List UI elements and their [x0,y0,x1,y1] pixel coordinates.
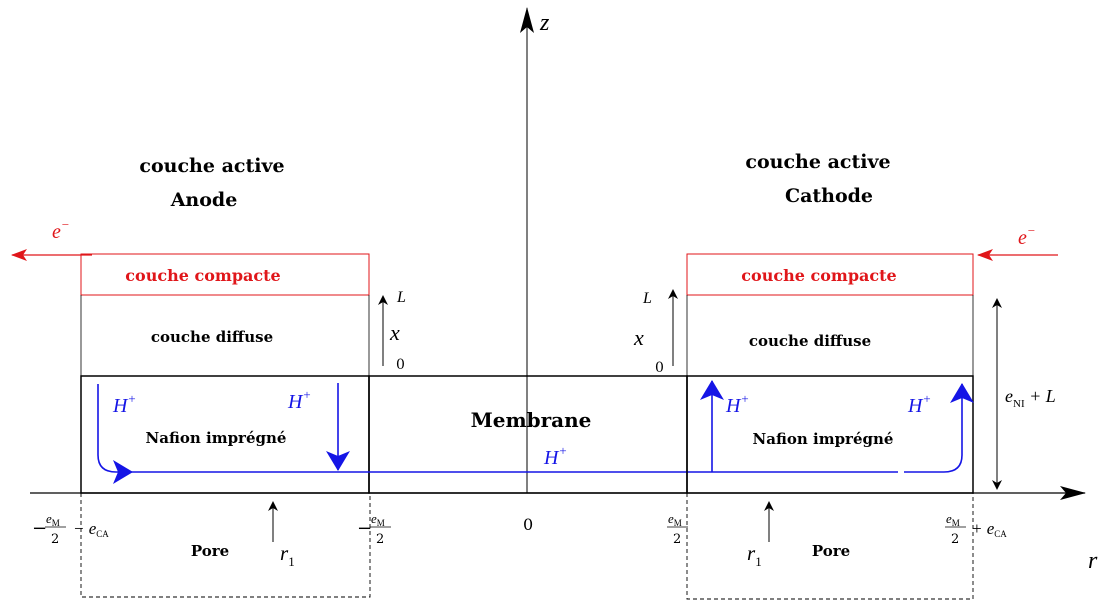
cathode-compact-label: couche compacte [741,266,896,285]
anode-compact-label: couche compacte [125,266,280,285]
cathode-nafion-label: Nafion imprégné [753,430,894,448]
anode-x-0: 0 [396,357,405,373]
svg-text:+ eCA: + eCA [971,519,1007,539]
anode-pore-outline [80,493,371,598]
cathode-nafion-box [686,375,974,494]
svg-text:−: − [32,518,47,539]
membrane-box [368,375,688,494]
cathode-x-L: L [642,290,652,307]
anode-proton-left-label: H+ [112,391,136,417]
svg-text:eM: eM [46,511,60,528]
svg-text:− eCA: − eCA [73,519,109,539]
svg-text:eM: eM [371,511,385,528]
cathode-compact-layer [686,253,974,296]
anode-nafion-label: Nafion imprégné [146,429,287,447]
cathode-title-line1: couche active [745,151,890,173]
svg-text:−: − [357,518,372,539]
anode-title-line2: Anode [170,189,238,211]
cathode-diffuse-label: couche diffuse [749,332,871,350]
svg-text:eM: eM [946,511,960,528]
cathode-electron-label: e− [1018,223,1036,249]
z-axis-label: z [539,10,550,36]
anode-title-line1: couche active [139,155,284,177]
cathode-x-label: x [633,325,644,350]
cathode-r1-label: r1 [747,541,762,569]
svg-text:2: 2 [51,532,59,547]
membrane-proton-label: H+ [543,443,567,469]
cathode-pore-label: Pore [812,542,850,560]
svg-text:2: 2 [376,532,384,547]
svg-text:2: 2 [673,532,681,547]
cathode-proton-left-label: H+ [725,391,749,417]
tick-right-outer: eM 2 + eCA [945,511,1007,547]
tick-right-inner: eM 2 [667,511,688,547]
tick-zero: 0 [523,515,533,534]
anode-r1-label: r1 [280,541,295,569]
cathode-pore-outline [686,493,974,600]
thickness-label: eNI + L [1005,386,1056,410]
cathode-proton-right-label: H+ [907,391,931,417]
anode-diffuse-label: couche diffuse [151,328,273,346]
anode-pore-label: Pore [191,542,229,560]
anode-proton-right-label: H+ [287,387,311,413]
tick-left-outer: − eM 2 − eCA [32,511,109,547]
anode-x-L: L [396,289,406,306]
tick-left-inner: − eM 2 [357,511,391,547]
svg-text:eM: eM [668,511,682,528]
anode-compact-layer [80,253,370,296]
anode-proton-path-left [97,384,133,484]
cathode-proton-path-right [904,383,974,473]
cathode-title-line2: Cathode [785,185,873,207]
svg-text:2: 2 [951,532,959,547]
anode-x-label: x [389,320,400,345]
cathode-x-0: 0 [655,360,664,376]
membrane-label: Membrane [471,408,592,432]
r-axis-label: r [1088,548,1098,574]
anode-electron-label: e− [52,217,70,243]
